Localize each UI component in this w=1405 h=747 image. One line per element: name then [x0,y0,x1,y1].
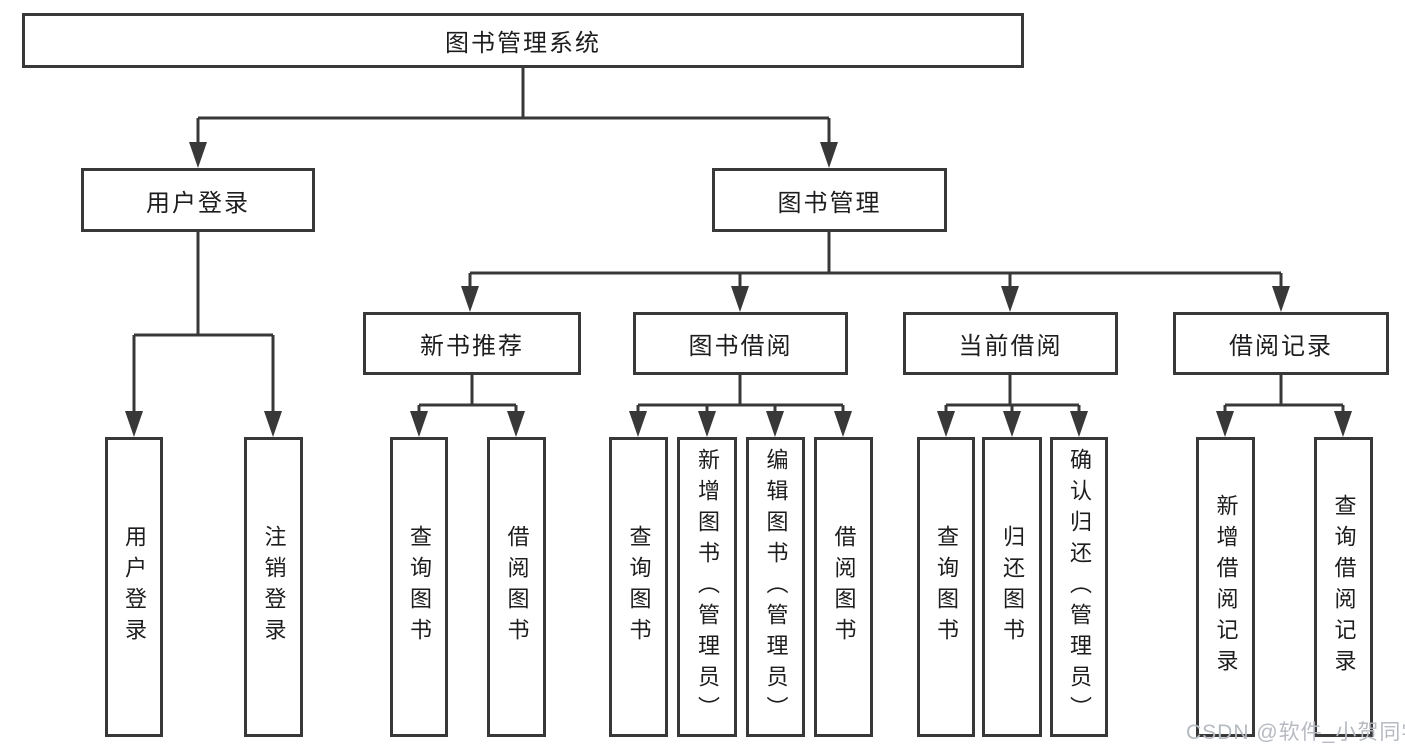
leaf-return-book: 归还图书 [982,437,1042,737]
node-book-management: 图书管理 [712,168,947,232]
leaf-user-login: 用户登录 [105,437,163,737]
leaf-query-books-1: 查询图书 [390,437,448,737]
leaf-query-books-2: 查询图书 [609,437,668,737]
node-user-login: 用户登录 [81,168,315,232]
node-current-borrowing: 当前借阅 [903,312,1118,375]
node-book-borrowing: 图书借阅 [633,312,848,375]
leaf-borrow-books-1: 借阅图书 [487,437,546,737]
leaf-confirm-return-admin: 确认归还（管理员） [1050,437,1108,737]
node-new-book-recommendation: 新书推荐 [363,312,581,375]
leaf-logout: 注销登录 [244,437,303,737]
node-root: 图书管理系统 [22,13,1024,68]
leaf-add-borrow-record: 新增借阅记录 [1196,437,1255,737]
leaf-borrow-books-2: 借阅图书 [814,437,873,737]
watermark: CSDN @软件_小贺同学 [1186,721,1405,744]
leaf-query-borrow-record: 查询借阅记录 [1314,437,1373,737]
leaf-add-book-admin: 新增图书（管理员） [677,437,737,737]
leaf-edit-book-admin: 编辑图书（管理员） [746,437,805,737]
leaf-query-books-3: 查询图书 [917,437,975,737]
node-borrowing-records: 借阅记录 [1173,312,1389,375]
